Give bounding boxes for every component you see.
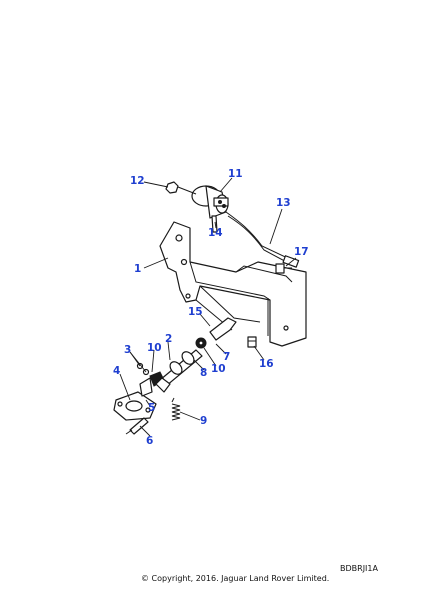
callout-15: 15	[188, 306, 203, 318]
leader-lines	[119, 177, 297, 437]
callout-14: 14	[208, 227, 223, 239]
callout-9: 9	[200, 415, 207, 427]
callout-12: 12	[130, 175, 145, 187]
callout-7: 7	[223, 351, 230, 363]
copyright-notice: © Copyright, 2016. Jaguar Land Rover Lim…	[141, 574, 330, 583]
bracket-part-1	[159, 221, 307, 347]
connector-part-13	[225, 211, 300, 268]
callout-1: 1	[134, 263, 141, 275]
callout-5: 5	[148, 402, 155, 414]
callout-11: 11	[228, 168, 243, 180]
callout-16: 16	[259, 358, 274, 370]
callout-2: 2	[165, 333, 172, 345]
lever-part-15	[195, 317, 237, 349]
reference-code: BDBRJI1A	[340, 564, 378, 573]
nut-part-12	[165, 181, 197, 195]
callout-3: 3	[124, 344, 131, 356]
sleeve-part-16	[247, 336, 257, 348]
callout-10-lower: 10	[211, 363, 226, 375]
callout-4: 4	[113, 365, 120, 377]
pin-part-6	[125, 417, 149, 435]
callout-17: 17	[294, 246, 309, 258]
callout-6: 6	[146, 435, 153, 447]
spring-part-9	[171, 397, 181, 421]
callout-10-upper: 10	[147, 342, 162, 354]
switch-part-11	[191, 185, 229, 219]
callout-8: 8	[200, 367, 207, 379]
callout-13: 13	[276, 197, 291, 209]
plate-part-4	[113, 377, 157, 421]
callouts: 1 2 3 4 5 6 7 8 9 10 10 11 12 13 14 15 1…	[113, 168, 309, 447]
shaft-part-2	[149, 349, 203, 393]
bolt-part-17	[275, 263, 292, 274]
